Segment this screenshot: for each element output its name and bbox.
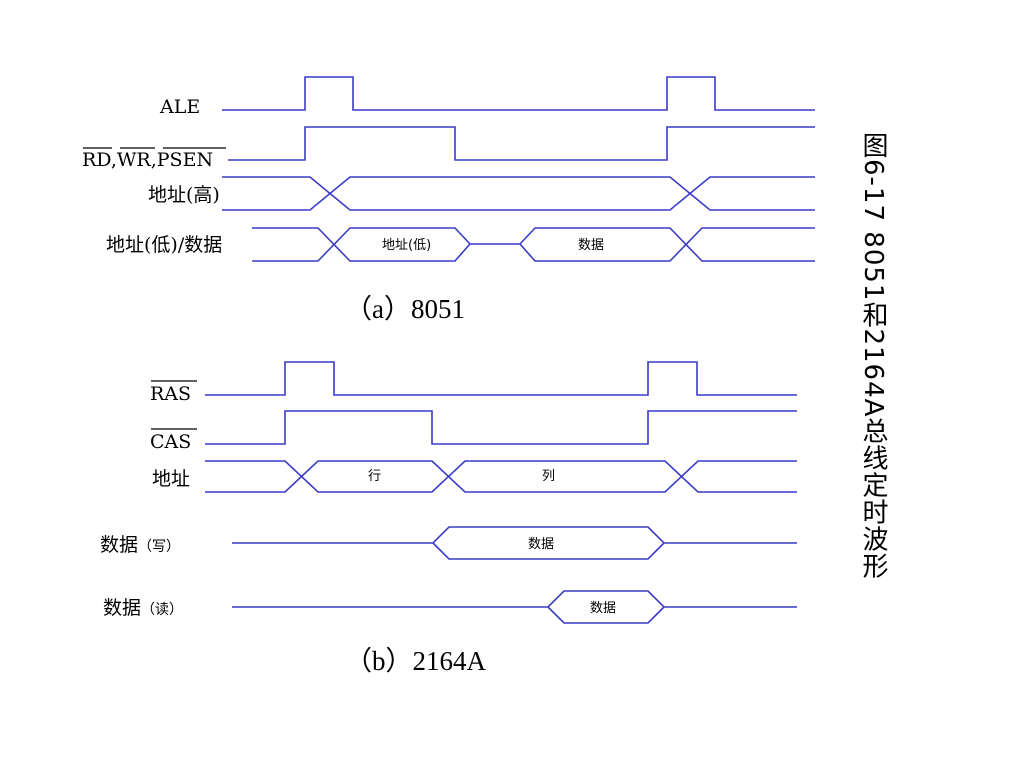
caption-2164a: （b）2164A xyxy=(345,646,486,676)
signal-label-addr-high: 地址(高) xyxy=(148,184,220,206)
signal-label-ale: ALE xyxy=(159,96,200,118)
segment-label-row: 行 xyxy=(368,469,381,484)
signal-label-addr-low-data: 地址(低)/数据 xyxy=(106,234,222,256)
waveform-ras xyxy=(205,361,797,396)
signal-label-ras: RAS xyxy=(150,383,191,405)
signal-label-cas: CAS xyxy=(150,431,191,453)
waveform-data-read xyxy=(232,590,797,624)
figure-title: 图6-17 8051和2164A总线定时波形 xyxy=(858,132,888,580)
segment-label-data-write: 数据 xyxy=(528,537,554,552)
waveform-address xyxy=(205,460,797,493)
diagram-8051: ALE RD,WR,PSEN 地址(高) 地址(低)/数据 地址(低) 数据 （… xyxy=(82,76,815,324)
waveform-addr-high xyxy=(222,176,815,211)
waveform-cas xyxy=(205,410,797,445)
waveform-addr-low-data xyxy=(252,227,815,262)
signal-label-data-write: 数据（写） xyxy=(100,534,180,556)
waveform-rd-wr-psen xyxy=(228,126,815,161)
waveform-ale xyxy=(222,76,815,111)
segment-label-data-read: 数据 xyxy=(590,601,616,616)
signal-label-address: 地址 xyxy=(152,468,190,490)
signal-label-data-read: 数据（读） xyxy=(103,597,183,619)
caption-8051: （a）8051 xyxy=(345,294,465,324)
signal-label-rd-wr-psen: RD,WR,PSEN xyxy=(82,149,213,171)
segment-label-data: 数据 xyxy=(578,238,604,253)
diagram-2164a: RAS CAS 地址 行 列 数据（写） 数据 数据（读） 数据 （b）2164… xyxy=(100,361,797,676)
segment-label-col: 列 xyxy=(542,469,555,484)
waveform-data-write xyxy=(232,526,797,560)
segment-label-addr-low: 地址(低) xyxy=(382,238,431,253)
